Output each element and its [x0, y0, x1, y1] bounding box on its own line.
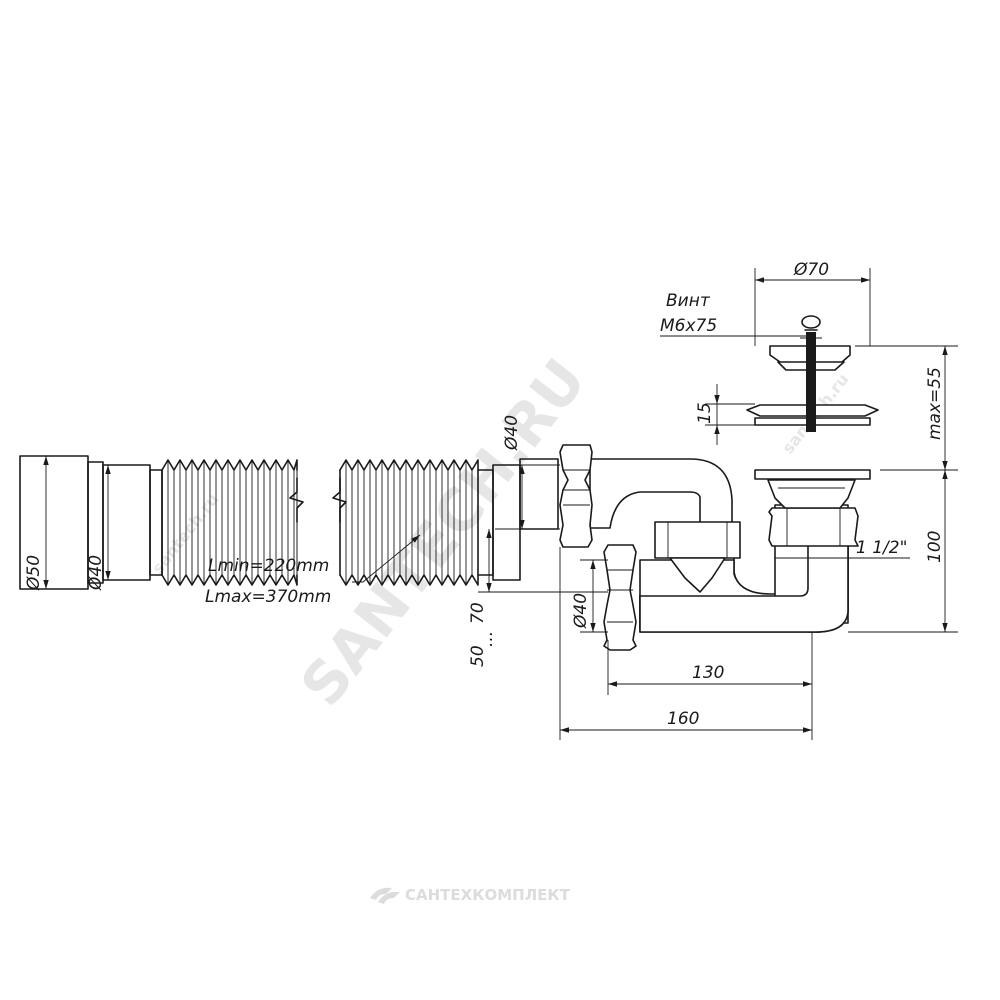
siphon-body [559, 315, 879, 651]
dimensions [43, 268, 958, 740]
height-50-label: 50 [468, 645, 488, 667]
diameter-70-label: Ø70 [793, 260, 829, 280]
screw-label-line1: Винт [666, 291, 711, 311]
labels: Винт M6x75 Ø70 15 max=55 100 1 1/2" Ø40 … [24, 260, 945, 729]
socket-diameter-50-label: Ø50 [24, 555, 44, 591]
thread-label: 1 1/2" [856, 538, 907, 558]
hose-diameter-40-label: Ø40 [86, 555, 106, 591]
height-70-label: 70 [468, 602, 488, 624]
footer-logo: САНТЕХКОМПЛЕКТ [370, 886, 571, 904]
width-130-label: 130 [692, 663, 724, 683]
height-15-label: 15 [695, 402, 715, 424]
outlet-diameter-label: Ø40 [502, 415, 522, 451]
lmin-label: Lmin=220mm [208, 556, 329, 576]
watermark-main: SANTECH.RU [287, 346, 599, 718]
height-100-label: 100 [925, 531, 945, 563]
inlet-diameter-label: Ø40 [571, 593, 591, 629]
screw-label-line2: M6x75 [660, 316, 717, 336]
height-range-ellipsis: ... [477, 631, 497, 647]
lmax-label: Lmax=370mm [205, 587, 331, 607]
max-55-label: max=55 [925, 367, 945, 440]
footer-company-name: САНТЕХКОМПЛЕКТ [405, 886, 571, 904]
company-logo-icon [370, 887, 400, 904]
width-160-label: 160 [667, 709, 699, 729]
